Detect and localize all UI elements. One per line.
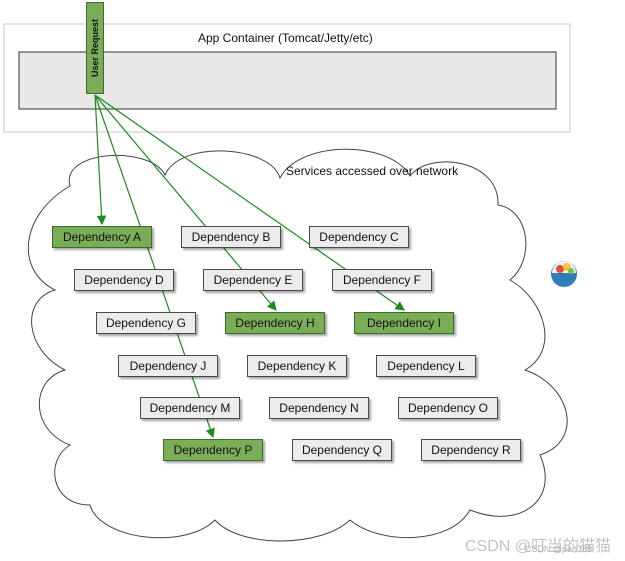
user-request-box: User Request: [86, 2, 104, 94]
dependency-i: Dependency I: [354, 312, 454, 334]
dependency-p: Dependency P: [163, 439, 263, 461]
dependency-j: Dependency J: [118, 355, 218, 377]
dependency-l: Dependency L: [376, 355, 476, 377]
dependency-c: Dependency C: [309, 226, 409, 248]
watermark-subtext: CSDN @pan365: [524, 544, 592, 554]
network-cloud: [27, 148, 568, 542]
dependency-k: Dependency K: [247, 355, 347, 377]
dependency-d: Dependency D: [74, 269, 174, 291]
colorful-logo-icon: [551, 261, 577, 287]
network-title: Services accessed over network: [286, 164, 459, 178]
dependency-o: Dependency O: [398, 397, 498, 419]
dependency-h: Dependency H: [225, 312, 325, 334]
app-container-title: App Container (Tomcat/Jetty/etc): [198, 31, 373, 45]
watermark-text: CSDN @叮当的猫猫: [464, 538, 611, 555]
dependency-q: Dependency Q: [292, 439, 392, 461]
dependency-a: Dependency A: [52, 226, 152, 248]
dependency-n: Dependency N: [269, 397, 369, 419]
app-container-bar: [18, 51, 557, 110]
dependency-e: Dependency E: [203, 269, 303, 291]
dependency-f: Dependency F: [332, 269, 432, 291]
dependency-b: Dependency B: [181, 226, 281, 248]
arrow-to-dependency-a: [94, 94, 107, 226]
user-request-label: User Request: [90, 18, 100, 78]
dependency-r: Dependency R: [421, 439, 521, 461]
arrow-to-dependency-p: [94, 94, 215, 439]
dependency-g: Dependency G: [96, 312, 196, 334]
dependency-m: Dependency M: [140, 397, 240, 419]
